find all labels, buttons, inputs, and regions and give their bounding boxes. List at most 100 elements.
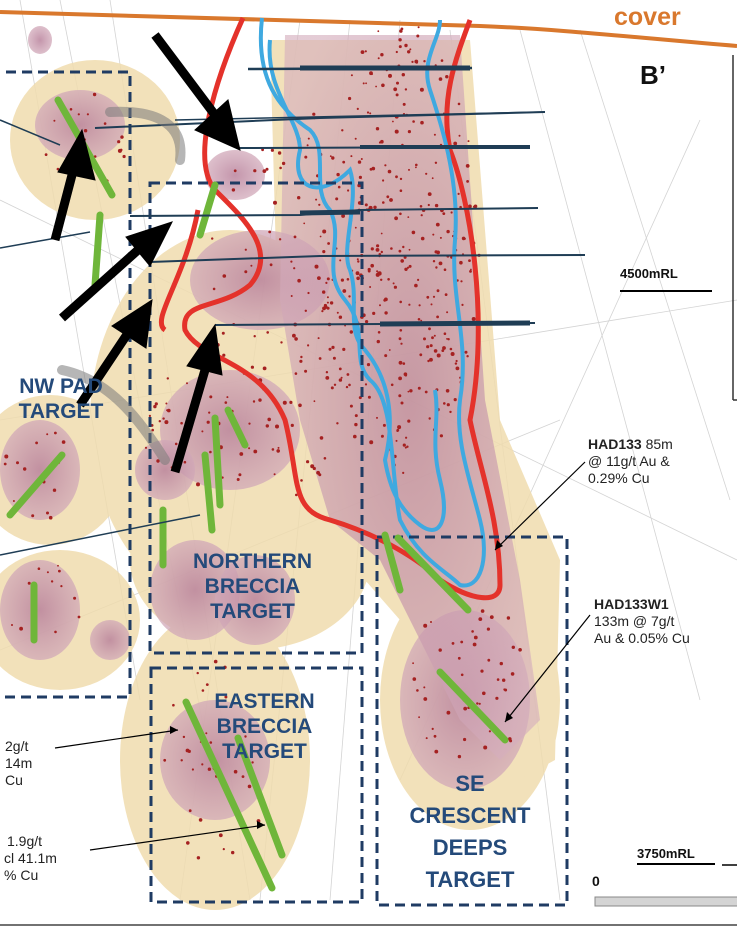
- assay-dot: [364, 203, 368, 207]
- assay-dot: [347, 189, 350, 192]
- had133-annotation: HAD133 85m @ 11g/t Au & 0.29% Cu: [588, 436, 733, 487]
- assay-dot: [4, 454, 9, 459]
- assay-dot: [293, 267, 296, 270]
- assay-dot: [248, 447, 251, 450]
- assay-dot: [275, 424, 279, 429]
- assay-dot: [406, 445, 409, 448]
- assay-dot: [196, 856, 201, 860]
- assay-dot: [412, 662, 414, 665]
- assay-dot: [454, 362, 458, 365]
- assay-dot: [298, 403, 302, 408]
- assay-dot: [428, 417, 431, 420]
- assay-dot: [208, 411, 211, 414]
- assay-dot: [416, 34, 420, 38]
- assay-dot: [186, 841, 190, 845]
- assay-dot: [429, 344, 433, 348]
- assay-dot: [476, 702, 479, 705]
- se-crescent-line1: SE: [455, 771, 485, 796]
- had133w1-interval: 133m @ 7g/t: [594, 613, 675, 629]
- assay-dot: [362, 82, 365, 85]
- assay-dot: [224, 401, 228, 404]
- assay-dot: [457, 102, 461, 106]
- assay-dot: [304, 309, 307, 312]
- assay-dot: [404, 88, 408, 91]
- northern-breccia-target-label: NORTHERN BRECCIA TARGET: [165, 549, 340, 624]
- assay-dot: [425, 737, 428, 740]
- assay-dot: [221, 331, 225, 335]
- se-crescent-target-label: SE CRESCENT DEEPS TARGET: [385, 768, 555, 896]
- assay-dot: [434, 203, 439, 208]
- assay-dot: [384, 311, 388, 315]
- assay-dot: [460, 673, 464, 677]
- left-annotation-2-line3: % Cu: [4, 867, 39, 883]
- assay-dot: [460, 280, 463, 283]
- assay-dot: [290, 423, 294, 427]
- assay-dot: [376, 270, 379, 273]
- assay-dot: [330, 386, 334, 390]
- assay-dot: [241, 775, 245, 778]
- assay-dot: [366, 363, 371, 367]
- assay-dot: [434, 749, 439, 754]
- assay-dot: [154, 402, 158, 406]
- assay-dot: [433, 133, 436, 136]
- assay-dot: [247, 784, 252, 789]
- rl-3750-label: 3750mRL: [637, 846, 695, 861]
- assay-dot: [369, 440, 374, 445]
- assay-dot: [401, 73, 405, 77]
- assay-dot: [411, 230, 416, 235]
- assay-dot: [478, 702, 481, 705]
- assay-dot: [393, 87, 398, 92]
- assay-dot: [339, 259, 342, 262]
- assay-dot: [277, 151, 282, 155]
- blue-outline-inner: [267, 39, 446, 532]
- assay-dot: [427, 192, 432, 197]
- assay-dot: [238, 473, 242, 477]
- assay-dot: [365, 82, 367, 85]
- assay-dot: [419, 87, 424, 92]
- assay-dot: [457, 656, 461, 660]
- assay-dot: [295, 493, 298, 497]
- assay-dot: [310, 464, 315, 469]
- assay-dot: [166, 377, 169, 380]
- assay-dot: [56, 167, 60, 171]
- assay-dot: [449, 347, 453, 351]
- assay-dot: [453, 398, 457, 402]
- nw-pad-target-box: [0, 70, 132, 699]
- assay-dot: [470, 268, 472, 271]
- assay-dot: [446, 338, 448, 340]
- assay-dot: [196, 671, 199, 675]
- assay-dot: [471, 317, 476, 321]
- assay-dot: [449, 410, 452, 414]
- northern-breccia-line1: NORTHERN: [193, 550, 312, 573]
- assay-dot: [44, 153, 48, 157]
- assay-dot: [120, 135, 124, 139]
- assay-dot: [306, 144, 309, 147]
- left-annotation-2-line1: 1.9g/t: [7, 833, 43, 849]
- assay-dot: [269, 263, 273, 267]
- assay-dot: [398, 337, 402, 341]
- assay-dot: [388, 349, 391, 351]
- assay-dot: [292, 333, 296, 338]
- assay-dot: [236, 478, 240, 481]
- assay-dot: [312, 112, 316, 116]
- assay-dot: [442, 212, 446, 216]
- assay-dot: [409, 48, 412, 51]
- assay-dot: [399, 300, 403, 304]
- assay-dot: [297, 278, 301, 283]
- direction-arrows: [50, 32, 241, 474]
- assay-dot: [349, 330, 353, 334]
- assay-dot: [332, 356, 336, 360]
- assay-dot: [419, 205, 423, 208]
- assay-dot: [319, 436, 324, 440]
- assay-dot: [417, 278, 420, 281]
- assay-dot: [407, 419, 411, 423]
- assay-dot: [338, 378, 343, 382]
- assay-dot: [423, 623, 428, 628]
- assay-dot: [431, 177, 434, 180]
- assay-dot: [278, 238, 282, 241]
- assay-dot: [434, 161, 438, 164]
- assay-dot: [266, 331, 270, 334]
- assay-dot: [77, 615, 81, 619]
- assay-dot: [58, 569, 61, 573]
